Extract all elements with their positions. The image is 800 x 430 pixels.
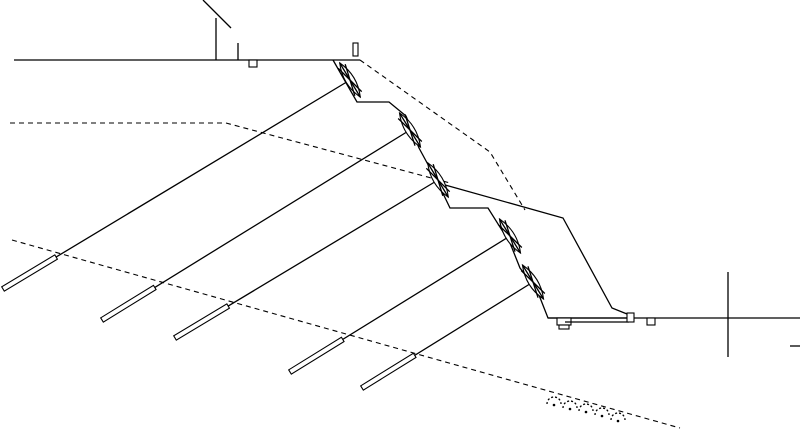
anchor-head-5	[520, 263, 546, 301]
stepped-wall-face	[332, 59, 630, 319]
outer-slope-outline	[437, 182, 633, 317]
anchor-heads	[337, 61, 546, 301]
anchor-bond-rod-2	[99, 284, 157, 323]
anchor-bond-rod-1	[0, 254, 59, 292]
anchor-bond-rod-4	[287, 336, 345, 375]
dashed-line-lower	[11, 239, 681, 429]
dashed-strata-lines	[10, 59, 681, 429]
top-left-structure	[202, 0, 359, 68]
anchor-tendon-1	[2, 79, 351, 290]
ground-lines	[14, 59, 800, 319]
anchor-head-4	[497, 217, 523, 255]
base-footing-left-cap	[558, 324, 570, 330]
base-details	[556, 312, 656, 330]
toe-circle-4	[594, 407, 610, 418]
base-footing-right	[626, 312, 635, 323]
anchors	[0, 79, 534, 391]
anchor-bond-rod-5	[359, 352, 417, 391]
toe-marker-block	[646, 317, 656, 326]
crest-post	[352, 42, 359, 57]
dashed-line-upper	[10, 122, 451, 184]
right-structure	[727, 272, 800, 357]
toe-circle-2	[562, 400, 578, 411]
anchor-head-3	[425, 161, 451, 199]
anchor-head-2	[397, 111, 423, 149]
toe-circle-1	[546, 396, 562, 407]
top-marker-block	[248, 59, 258, 68]
anchor-bond-rod-3	[172, 303, 231, 341]
toe-circle-5	[610, 412, 626, 423]
toe-circle-3	[578, 403, 594, 414]
anchor-head-1	[337, 61, 363, 99]
toe-circles	[546, 396, 626, 423]
